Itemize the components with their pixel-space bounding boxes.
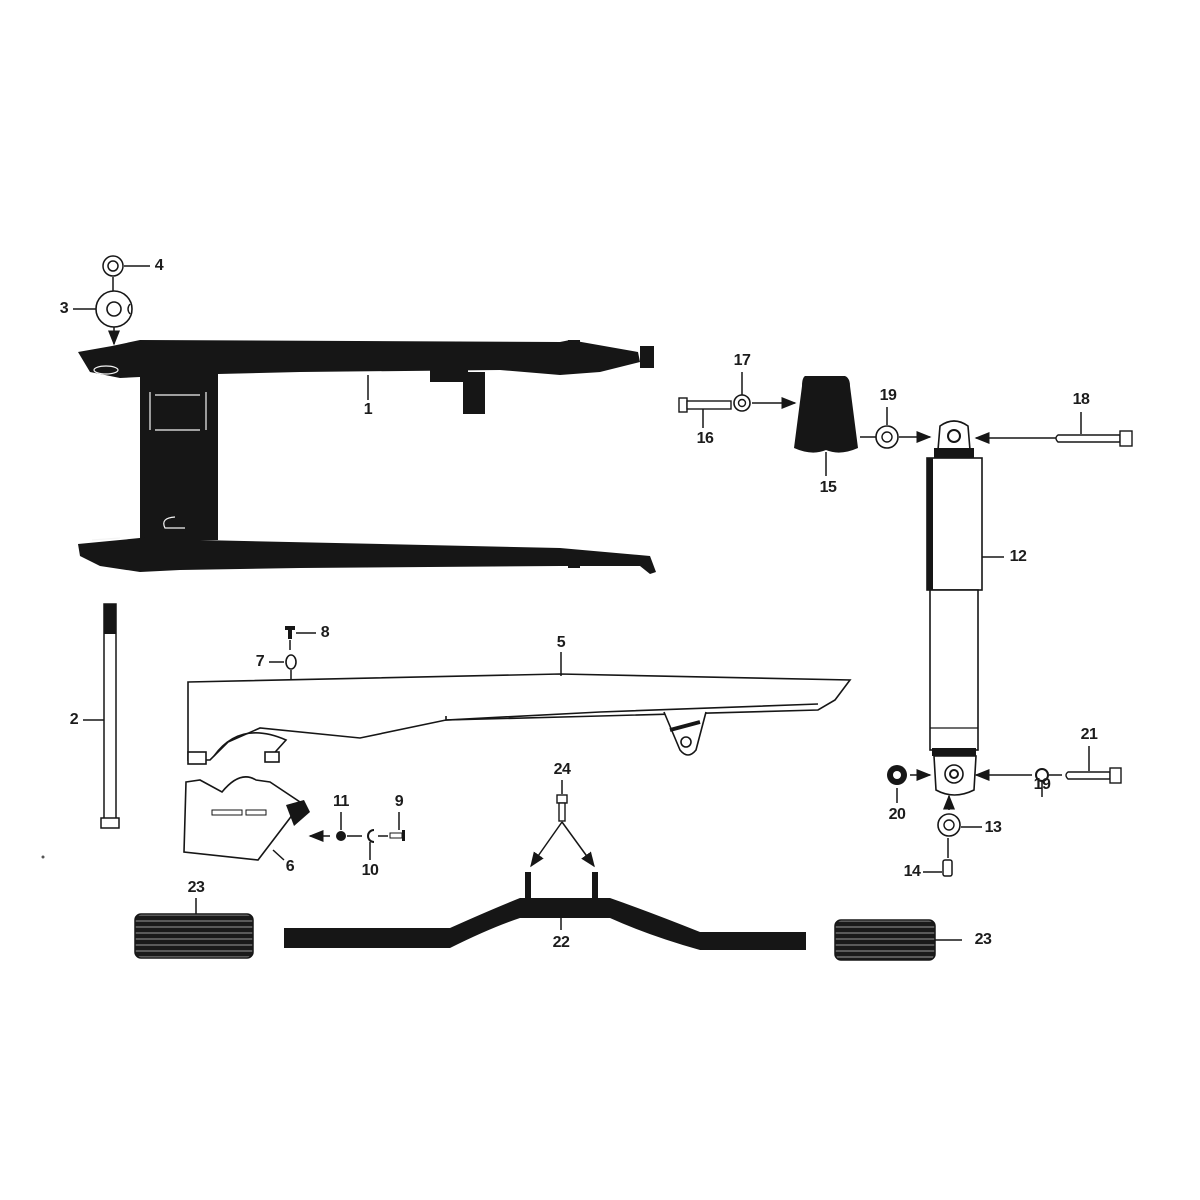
- bushing-14: [942, 859, 953, 877]
- part-label-19-lower: 19: [1033, 776, 1051, 793]
- rear-shock-absorber: [926, 420, 983, 796]
- washer-19-upper: [875, 425, 899, 449]
- part-label-11: 11: [333, 793, 349, 810]
- washer-17: [733, 394, 751, 412]
- grommet-7: [285, 654, 297, 670]
- part-label-14: 14: [903, 863, 921, 880]
- part-label-17: 17: [733, 352, 751, 369]
- part-label-23-left: 23: [187, 879, 205, 896]
- part-label-4: 4: [154, 257, 164, 274]
- screw-9: [389, 830, 405, 841]
- part-label-13: 13: [984, 819, 1002, 836]
- washer-4: [102, 255, 124, 277]
- swingarm: [78, 340, 656, 574]
- thrust-washer-3: [95, 290, 133, 328]
- chain-guard: [187, 673, 852, 765]
- rubber-bumper-15: [794, 376, 858, 453]
- pivot-bolt: [100, 603, 120, 829]
- speck: [41, 855, 45, 859]
- part-label-12: 12: [1009, 548, 1027, 565]
- part-label-6: 6: [285, 858, 295, 875]
- part-label-1: 1: [363, 401, 373, 418]
- swingarm-highlights: [91, 365, 207, 541]
- part-label-15: 15: [819, 479, 837, 496]
- part-label-7: 7: [255, 653, 265, 670]
- washer-13: [937, 813, 961, 837]
- shock-upper-bolt-18: [1055, 430, 1133, 447]
- washer-11: [336, 831, 346, 841]
- part-label-21: 21: [1080, 726, 1098, 743]
- chain-guard-lower: [183, 776, 310, 861]
- part-label-22: 22: [552, 934, 570, 951]
- footrest-bolt-24: [556, 794, 568, 822]
- part-label-19-upper: 19: [879, 387, 897, 404]
- part-label-23-right: 23: [974, 931, 992, 948]
- part-label-18: 18: [1072, 391, 1090, 408]
- spring-washer-10: [367, 829, 375, 843]
- footrest-rubber-right: [834, 919, 936, 961]
- footrest-bar: [284, 872, 806, 950]
- part-label-5: 5: [556, 634, 566, 651]
- footrest-rubber-left: [134, 913, 254, 959]
- part-label-8: 8: [320, 624, 330, 641]
- part-label-3: 3: [59, 300, 69, 317]
- shock-lower-bolt-21: [1065, 767, 1122, 784]
- part-label-9: 9: [394, 793, 404, 810]
- part-label-20: 20: [888, 806, 906, 823]
- part-label-24: 24: [553, 761, 571, 778]
- part-label-16: 16: [696, 430, 714, 447]
- screw-8: [285, 626, 295, 639]
- bolt-16: [678, 397, 732, 413]
- part-label-2: 2: [69, 711, 79, 728]
- part-label-10: 10: [361, 862, 379, 879]
